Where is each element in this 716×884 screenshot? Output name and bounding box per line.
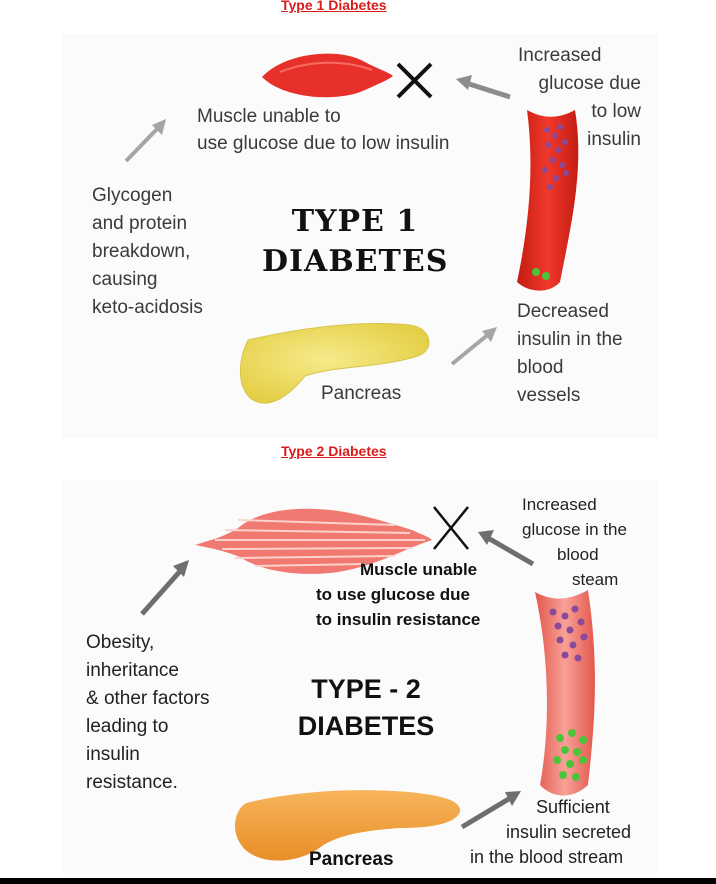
type1-title-line1: TYPE 1: [291, 204, 419, 239]
type2-title-line1: TYPE - 2: [311, 674, 421, 704]
type1-glucose-line: Increased: [518, 45, 602, 66]
muscle-type1: [262, 53, 393, 98]
type2-title-line2: DIABETES: [297, 711, 435, 741]
insulin-dots-type1: [532, 268, 550, 280]
type2-muscle-line: to use glucose due: [316, 585, 470, 604]
arrow-to-muscle-type1: [456, 75, 511, 100]
type2-glucose-line: glucose in the: [522, 520, 627, 539]
type1-glucose-line: glucose due: [538, 73, 641, 94]
type1-title-line2: DIABETES: [262, 244, 449, 279]
type2-glucose-line: blood: [557, 545, 599, 564]
type2-insulin-line: insulin secreted: [506, 822, 632, 842]
type1-muscle-line: Muscle unable to: [197, 106, 341, 127]
type1-glucose-line: to low: [591, 101, 641, 122]
glucose-dots-type2: [549, 605, 588, 662]
blocked-x-icon-type1: [396, 62, 433, 99]
type2-insulin-line: Sufficient: [536, 797, 610, 817]
arrow-pancreas-type1: [450, 327, 497, 366]
type2-pancreas-label: Pancreas: [309, 849, 394, 870]
type2-obesity-line: inheritance: [86, 660, 179, 681]
type1-insulin-line: insulin in the: [517, 329, 623, 350]
insulin-dots-type2: [553, 729, 587, 781]
type2-obesity-line: & other factors: [86, 688, 210, 709]
blood-vessel-type2: [535, 590, 595, 796]
arrow-to-muscle-type2: [478, 530, 535, 567]
type2-muscle-line: to insulin resistance: [316, 610, 481, 629]
type1-glycogen-line: and protein: [92, 213, 188, 234]
type2-obesity-line: insulin: [86, 744, 140, 765]
type2-muscle-line: Muscle unable: [360, 560, 478, 579]
type1-glycogen-line: keto-acidosis: [92, 297, 203, 318]
arrow-up-left-type1: [124, 119, 166, 163]
type2-title: TYPE - 2 DIABETES: [280, 671, 452, 745]
type2-glucose-text: Increased glucose in the blood steam: [502, 492, 662, 592]
type2-obesity-line: resistance.: [86, 772, 178, 793]
type1-muscle-line: use glucose due to low insulin: [197, 133, 450, 154]
blocked-x-icon-type2: [433, 506, 469, 550]
type1-glycogen-text: Glycogen and protein breakdown, causing …: [92, 182, 272, 322]
blood-vessel-type1: [517, 110, 579, 291]
type2-obesity-line: Obesity,: [86, 632, 155, 653]
type1-insulin-text: Decreased insulin in the blood vessels: [517, 298, 667, 410]
type2-heading[interactable]: Type 2 Diabetes: [281, 443, 387, 459]
type1-heading[interactable]: Type 1 Diabetes: [281, 0, 387, 13]
type2-obesity-line: leading to: [86, 716, 169, 737]
type1-title: TYPE 1 DIABETES: [262, 202, 448, 282]
type1-pancreas-label: Pancreas: [321, 383, 402, 404]
type1-muscle-text: Muscle unable to use glucose due to low …: [197, 103, 517, 157]
arrow-up-left-type2: [140, 560, 189, 616]
pancreas-type2: [235, 790, 461, 861]
arrow-pancreas-type2: [460, 791, 521, 830]
type1-glycogen-line: Glycogen: [92, 185, 173, 206]
type2-glucose-line: steam: [572, 570, 619, 589]
type1-insulin-line: blood: [517, 357, 564, 378]
type1-glycogen-line: breakdown,: [92, 241, 191, 262]
type2-obesity-text: Obesity, inheritance & other factors lea…: [86, 629, 256, 797]
type1-insulin-line: Decreased: [517, 301, 609, 322]
type2-muscle-text: Muscle unable to use glucose due to insu…: [310, 557, 520, 632]
bottom-border: [0, 878, 716, 884]
type2-insulin-line: in the blood stream: [470, 847, 624, 867]
type1-glucose-text: Increased glucose due to low insulin: [500, 42, 641, 154]
glucose-dots-type1: [542, 124, 569, 190]
type2-insulin-text: Sufficient insulin secreted in the blood…: [470, 795, 650, 870]
type1-glycogen-line: causing: [92, 269, 158, 290]
muscle-type2: [195, 508, 432, 574]
type1-insulin-line: vessels: [517, 385, 581, 406]
type2-glucose-line: Increased: [522, 495, 597, 514]
pancreas-type1: [239, 323, 430, 404]
type1-glucose-line: insulin: [587, 129, 641, 150]
